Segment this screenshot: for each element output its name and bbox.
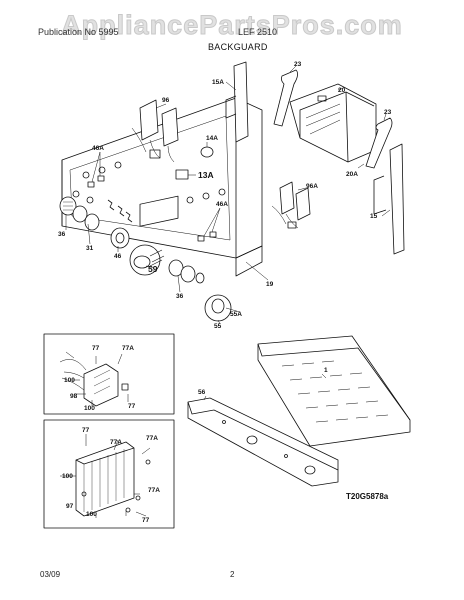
label-20: 20 xyxy=(338,87,346,94)
label-77A-b: 77A xyxy=(110,439,122,446)
control-board-20-part xyxy=(289,83,377,163)
wiring-96A-part xyxy=(271,181,311,229)
diagram-code: T20G5878a xyxy=(346,492,389,501)
label-14A: 14A xyxy=(206,135,218,142)
label-20A: 20A xyxy=(346,171,358,178)
label-13A: 13A xyxy=(198,170,214,180)
washer-55-part xyxy=(204,294,232,322)
publication-number: Publication No 5995 xyxy=(38,27,119,37)
label-100-b: 100 xyxy=(84,405,95,412)
label-97: 97 xyxy=(66,503,74,510)
label-56: 56 xyxy=(198,389,206,396)
footer-date: 03/09 xyxy=(40,570,61,579)
switches-46A-part xyxy=(87,175,217,242)
leader-lines xyxy=(65,65,391,325)
bracket-23-top-part xyxy=(273,69,298,127)
label-36-mid: 36 xyxy=(176,293,184,300)
left-knobs-part xyxy=(59,190,100,231)
label-36-left: 36 xyxy=(58,231,66,238)
label-77A-a: 77A xyxy=(122,345,134,352)
label-1: 1 xyxy=(324,367,328,374)
label-59: 59 xyxy=(148,264,158,274)
inset-board-97-part xyxy=(43,419,175,529)
bracket-23-right-part xyxy=(365,117,393,169)
label-96: 96 xyxy=(162,97,170,104)
label-46A-mid: 46A xyxy=(216,201,228,208)
label-77-b: 77 xyxy=(128,403,136,410)
label-55A: 55A xyxy=(230,311,242,318)
label-23-top: 23 xyxy=(294,61,302,68)
back-panel-1-part xyxy=(257,335,411,447)
wiring-96-part xyxy=(131,99,179,163)
label-77A-d: 77A xyxy=(148,487,160,494)
knob-clips-part xyxy=(107,199,133,223)
push-button-part xyxy=(110,227,130,249)
section-title: BACKGUARD xyxy=(208,42,268,52)
switch-13A-part xyxy=(175,169,189,180)
label-77-a: 77 xyxy=(92,345,100,352)
label-77A-c: 77A xyxy=(146,435,158,442)
label-55: 55 xyxy=(214,323,222,330)
light-14A-part xyxy=(200,146,214,158)
label-19: 19 xyxy=(266,281,274,288)
footer-page-number: 2 xyxy=(230,570,235,579)
bracket-15-part xyxy=(373,143,405,255)
inset-board-98-part xyxy=(43,333,175,415)
label-100-c: 100 xyxy=(62,473,73,480)
middle-knobs-part xyxy=(168,259,205,284)
label-23-right: 23 xyxy=(384,109,392,116)
label-46: 46 xyxy=(114,253,122,260)
label-77-c: 77 xyxy=(82,427,90,434)
model-number: LEF 2510 xyxy=(238,27,278,37)
screw-59-part xyxy=(129,244,165,276)
label-77-d: 77 xyxy=(142,517,150,524)
label-98: 98 xyxy=(70,393,78,400)
label-46A-left: 46A xyxy=(92,145,104,152)
bracket-15A-part xyxy=(225,61,249,143)
label-96A: 96A xyxy=(306,183,318,190)
back-cover-56-part xyxy=(187,397,339,487)
label-15: 15 xyxy=(370,213,378,220)
label-100-d: 100 xyxy=(86,511,97,518)
label-15A: 15A xyxy=(212,79,224,86)
label-100-a: 100 xyxy=(64,377,75,384)
label-31: 31 xyxy=(86,245,94,252)
